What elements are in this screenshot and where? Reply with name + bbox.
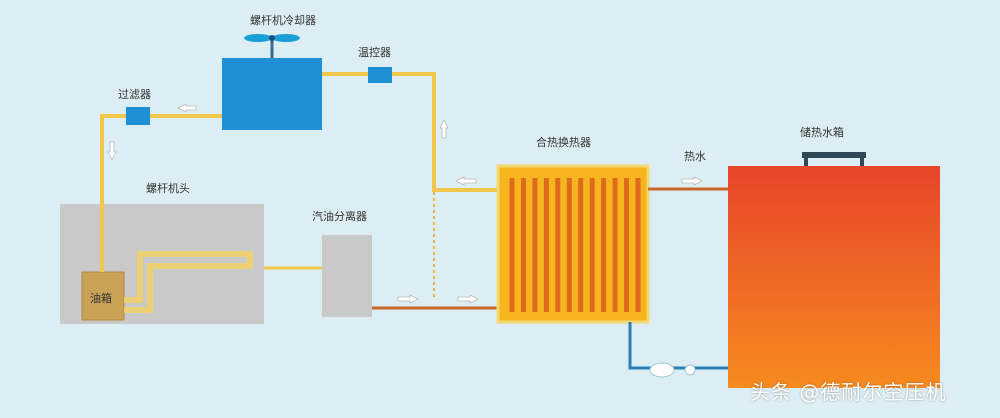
oil-pipe-left	[100, 114, 222, 272]
arrow-up-right	[439, 119, 449, 139]
arrow-left-top	[177, 103, 197, 113]
oil-separator-label: 汽油分离器	[312, 210, 367, 223]
heat-exchanger-fin	[635, 178, 641, 312]
storage-tank-body	[728, 166, 940, 388]
fan-blade-left	[244, 34, 272, 42]
filter-box	[126, 107, 150, 125]
fan-hub	[269, 35, 275, 41]
water-pump	[649, 362, 675, 378]
storage-tank-handle	[802, 152, 866, 158]
oil-separator-box	[322, 235, 372, 317]
arrow-down-left	[107, 141, 117, 161]
heat-exchanger-fin	[543, 178, 549, 312]
temp-controller-label: 温控器	[358, 46, 391, 59]
storage-tank-label: 储热水箱	[800, 126, 844, 139]
cold-water-pipe	[628, 322, 728, 370]
filter-label: 过滤器	[118, 88, 151, 101]
heat-exchanger-fins	[509, 178, 641, 312]
heat-exchanger-fin	[532, 178, 538, 312]
arrow-left-mid	[455, 176, 477, 186]
heat-exchanger-fin	[509, 178, 515, 312]
arrow-right-bottom-1	[397, 294, 419, 304]
temp-controller-box	[368, 67, 392, 83]
heat-exchanger-fin	[521, 178, 526, 312]
fan-blade-right	[272, 34, 300, 42]
oil-pipe-top-right	[322, 72, 498, 192]
oil-tank	[81, 271, 125, 321]
heat-exchanger-fin	[624, 178, 629, 312]
heat-exchanger-fin	[566, 178, 572, 312]
flow-arrows	[107, 103, 703, 304]
arrow-right-hotwater	[681, 176, 703, 186]
heat-exchanger-fin	[555, 178, 561, 312]
cooler-box	[222, 58, 322, 130]
hot-water-label: 热水	[684, 150, 706, 163]
arrow-right-bottom-2	[457, 294, 479, 304]
heat-exchanger-fin	[612, 178, 618, 312]
water-valve	[684, 364, 696, 376]
heat-exchanger-fin	[589, 178, 595, 312]
heat-exchanger-fin	[578, 178, 584, 312]
screw-head-label: 螺杆机头	[146, 182, 190, 195]
watermark: 头条 @德耐尔空压机	[750, 380, 947, 404]
heat-exchanger-label: 合热换热器	[536, 136, 591, 149]
cooler-label: 螺杆机冷却器	[250, 14, 316, 27]
heat-exchanger-fin	[601, 178, 607, 312]
screw-oil-path	[124, 251, 253, 313]
oil-tank-label: 油箱	[90, 292, 112, 305]
